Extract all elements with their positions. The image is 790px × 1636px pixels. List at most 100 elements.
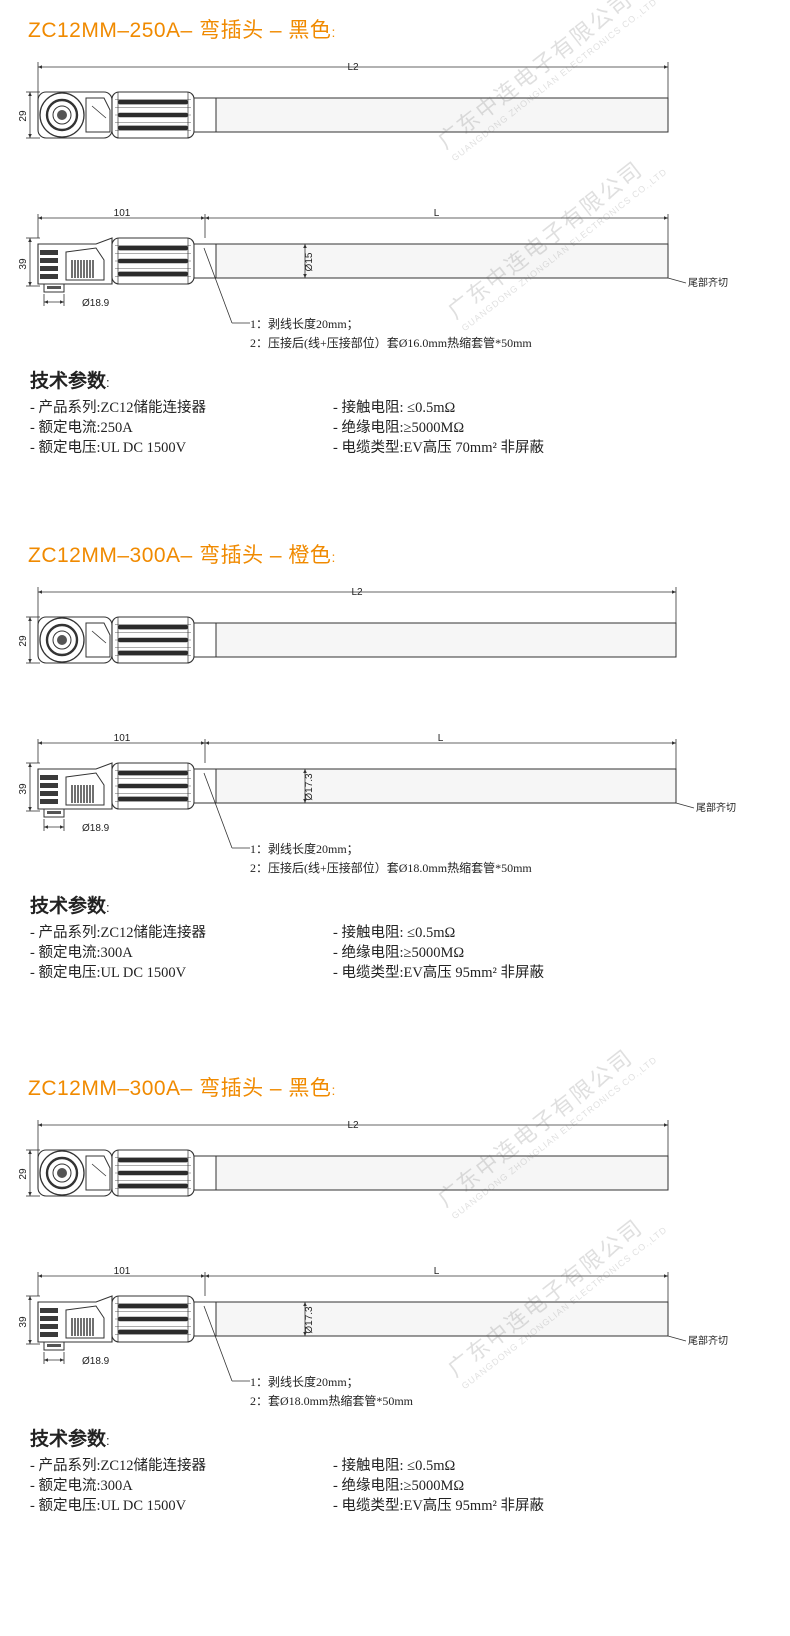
spec-title-text: 技术参数 xyxy=(30,896,107,917)
dimension-arrow xyxy=(303,1332,307,1336)
spec-title-colon: : xyxy=(106,1433,110,1448)
handle-groove xyxy=(118,1303,188,1309)
dimension-arrow xyxy=(28,1150,32,1154)
cable-sleeve-side xyxy=(193,1301,217,1337)
spec-column-left: - 产品系列:ZC12储能连接器- 额定电流:250A- 额定电压:UL DC … xyxy=(30,398,206,458)
tail-label: 尾部齐切 xyxy=(688,1334,728,1347)
dimension-arrow xyxy=(44,825,48,829)
plug-pin-stub-inner xyxy=(47,811,61,814)
cable-side xyxy=(215,768,677,804)
spec-item: - 额定电流:300A xyxy=(30,945,133,961)
plug-head-rib xyxy=(40,274,58,279)
assembly-note: 2：压接后(线+压接部位）套Ø18.0mm热缩套管*50mm xyxy=(250,861,532,875)
spec-column-right: - 接触电阻: ≤0.5mΩ- 绝缘电阻:≥5000MΩ- 电缆类型:EV高压 … xyxy=(333,398,544,458)
d29-label: 29 xyxy=(18,635,29,647)
handle-groove xyxy=(118,99,188,105)
dimension-arrow xyxy=(38,590,42,594)
section-title: ZC12MM–300A– 弯插头 – 橙色: xyxy=(28,539,336,569)
top-view: L2 29 xyxy=(18,587,677,664)
l2-label: L2 xyxy=(351,587,363,598)
spec-item: - 电缆类型:EV高压 70mm² 非屏蔽 xyxy=(333,440,544,456)
cable xyxy=(215,622,677,658)
tail-leader xyxy=(667,277,687,284)
spec-item: - 绝缘电阻:≥5000MΩ xyxy=(333,1478,465,1494)
dimension-arrow xyxy=(28,134,32,138)
d189-label: Ø18.9 xyxy=(82,823,110,834)
assembly-notes: 1：剥线长度20mm；2：压接后(线+压接部位）套Ø18.0mm热缩套管*50m… xyxy=(250,840,532,878)
spec-title-colon: : xyxy=(106,375,110,390)
cable-side xyxy=(215,1301,669,1337)
dimension-arrow xyxy=(205,1274,209,1278)
dimension-arrow xyxy=(303,769,307,773)
handle-groove xyxy=(118,125,188,131)
plug-latch-line xyxy=(91,630,107,644)
dimension-arrow xyxy=(303,799,307,803)
section-title-colon: : xyxy=(331,1082,336,1098)
spec-item: - 绝缘电阻:≥5000MΩ xyxy=(333,420,465,436)
plug-latch-line xyxy=(91,1163,107,1177)
plug-latch-line xyxy=(91,105,107,119)
spec-item: - 产品系列:ZC12储能连接器 xyxy=(30,925,207,941)
cable xyxy=(215,97,669,133)
tail-leader xyxy=(675,802,695,809)
dimension-arrow xyxy=(38,1123,42,1127)
plug-pin-stub-inner xyxy=(47,286,61,289)
plug-face-ring xyxy=(45,623,79,657)
dimension-arrow xyxy=(201,216,205,220)
dimension-arrow xyxy=(303,244,307,248)
l2-label: L2 xyxy=(347,1120,359,1131)
cable xyxy=(215,1155,669,1191)
d39-label: 39 xyxy=(18,258,29,270)
l2-label: L2 xyxy=(347,62,359,73)
plug-head-rib xyxy=(40,258,58,263)
dimension-arrow xyxy=(38,216,42,220)
assembly-note: 2：压接后(线+压接部位）套Ø16.0mm热缩套管*50mm xyxy=(250,336,532,350)
dimension-arrow xyxy=(28,1296,32,1300)
assembly-note: 1：剥线长度20mm； xyxy=(250,1375,359,1389)
handle-groove xyxy=(118,245,188,251)
section-title-text: ZC12MM–250A– 弯插头 – 黑色 xyxy=(28,19,332,42)
note-leader-diagonal xyxy=(203,772,233,849)
dimension-arrow xyxy=(28,282,32,286)
dimension-arrow xyxy=(664,65,668,69)
dimension-arrow xyxy=(664,1274,668,1278)
spec-title: 技术参数: xyxy=(30,366,110,393)
spec-column-right: - 接触电阻: ≤0.5mΩ- 绝缘电阻:≥5000MΩ- 电缆类型:EV高压 … xyxy=(333,923,544,983)
spec-item: - 额定电压:UL DC 1500V xyxy=(30,440,187,456)
plug-pin xyxy=(57,110,67,120)
assembly-note: 2：套Ø18.0mm热缩套管*50mm xyxy=(250,1394,414,1408)
l-label: L xyxy=(434,1266,440,1277)
dimension-arrow xyxy=(38,1274,42,1278)
assembly-notes: 1：剥线长度20mm； 2：套Ø18.0mm热缩套管*50mm xyxy=(250,1373,413,1411)
dimension-arrow xyxy=(201,1274,205,1278)
plug-latch xyxy=(85,97,111,133)
assembly-note: 1：剥线长度20mm； xyxy=(250,317,359,331)
tail-leader xyxy=(667,1335,687,1342)
dimension-arrow xyxy=(201,741,205,745)
cable-diameter-label: Ø17.3 xyxy=(304,773,315,801)
spec-title: 技术参数: xyxy=(30,1424,110,1451)
spec-title-text: 技术参数 xyxy=(30,1429,107,1450)
spec-item: - 产品系列:ZC12储能连接器 xyxy=(30,400,207,416)
dimension-arrow xyxy=(672,590,676,594)
plug-head-rib xyxy=(40,266,58,271)
spec-title: 技术参数: xyxy=(30,891,110,918)
d189-label: Ø18.9 xyxy=(82,298,110,309)
section-title: ZC12MM–250A– 弯插头 – 黑色: xyxy=(28,14,336,44)
d39-label: 39 xyxy=(18,783,29,795)
d189-label: Ø18.9 xyxy=(82,1356,110,1367)
spec-item: - 产品系列:ZC12储能连接器 xyxy=(30,1458,207,1474)
handle-groove xyxy=(118,1183,188,1189)
spec-item: - 额定电压:UL DC 1500V xyxy=(30,1498,187,1514)
note-leader-diagonal xyxy=(203,247,233,324)
dimension-arrow xyxy=(28,238,32,242)
plug-latch xyxy=(85,1155,111,1191)
dimension-arrow xyxy=(205,741,209,745)
plug-head-rib xyxy=(40,250,58,255)
dimension-arrow xyxy=(28,617,32,621)
